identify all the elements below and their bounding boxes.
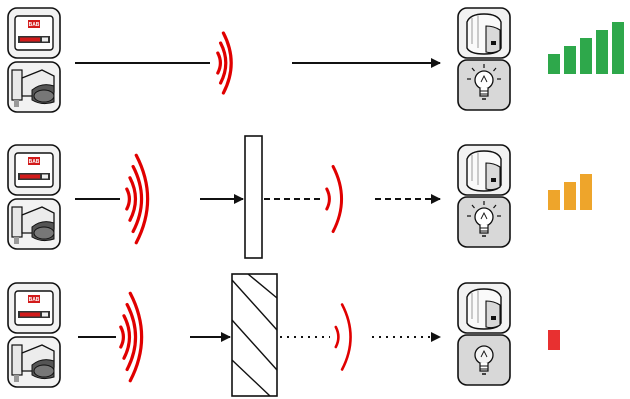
signal-bar [548, 330, 560, 350]
receiver-module-icon [457, 7, 511, 59]
hatch-line [231, 359, 271, 397]
motion-sensor-icon [7, 198, 61, 250]
light-ray [493, 204, 497, 209]
light-ray [471, 204, 475, 209]
signal-bar [564, 46, 576, 74]
signal-bar [580, 174, 592, 210]
radio-waves-sent [216, 31, 233, 95]
wall-switch-icon: BAB [7, 7, 61, 59]
light-bulb-icon [457, 196, 511, 248]
signal-bar [580, 38, 592, 74]
radio-wave-arc [125, 187, 131, 211]
transmitter-1: BAB [7, 7, 61, 113]
brand-label: BAB [29, 22, 40, 28]
radio-wave-arc [122, 314, 132, 360]
signal-bar [612, 22, 624, 74]
motion-sensor-icon [7, 336, 61, 388]
thick-hatched-wall [231, 273, 278, 397]
radio-wave-arc [131, 164, 144, 234]
radio-wave-arc [216, 51, 222, 75]
transmitter-3: BAB [7, 282, 61, 388]
light-ray [471, 67, 475, 72]
radio-wave-arc [325, 187, 331, 211]
brand-label: BAB [29, 159, 40, 165]
receiver-3 [457, 282, 511, 386]
radio-wave-arc [331, 165, 343, 233]
signal-strength-3 [548, 330, 560, 350]
receiver-2 [457, 144, 511, 248]
receiver-1 [457, 7, 511, 111]
hatch-line [247, 273, 278, 299]
signal-bar [596, 30, 608, 74]
signal-bar [548, 54, 560, 74]
motion-sensor-icon [7, 61, 61, 113]
radio-wave-arc [334, 325, 340, 349]
signal-bar [548, 190, 560, 210]
radio-wave-arc [219, 41, 228, 85]
radio-wave-arc [221, 31, 233, 95]
radio-wave-arc [128, 291, 144, 383]
brand-label: BAB [29, 297, 40, 303]
radio-wave-arc [128, 176, 138, 222]
wall-switch-icon: BAB [7, 144, 61, 196]
light-bulb-icon [457, 334, 511, 386]
radio-wave-arc [119, 325, 125, 349]
radio-waves-sent [125, 153, 150, 245]
light-ray [493, 67, 497, 72]
radio-waves-reduced [325, 165, 343, 233]
radio-wave-arc [340, 303, 352, 371]
hatch-line [231, 319, 278, 371]
transmitter-2: BAB [7, 144, 61, 250]
radio-waves-sent [119, 291, 144, 383]
radio-waves-weak [334, 303, 352, 371]
signal-strength-2 [548, 174, 592, 210]
signal-strength-1 [548, 22, 624, 74]
receiver-module-icon [457, 282, 511, 334]
light-bulb-icon [457, 59, 511, 111]
signal-bar [564, 182, 576, 210]
wall-switch-icon: BAB [7, 282, 61, 334]
radio-wave-arc [134, 153, 150, 245]
hatch-line [231, 279, 278, 331]
radio-wave-arc [125, 302, 138, 372]
thin-wall [244, 135, 263, 259]
receiver-module-icon [457, 144, 511, 196]
